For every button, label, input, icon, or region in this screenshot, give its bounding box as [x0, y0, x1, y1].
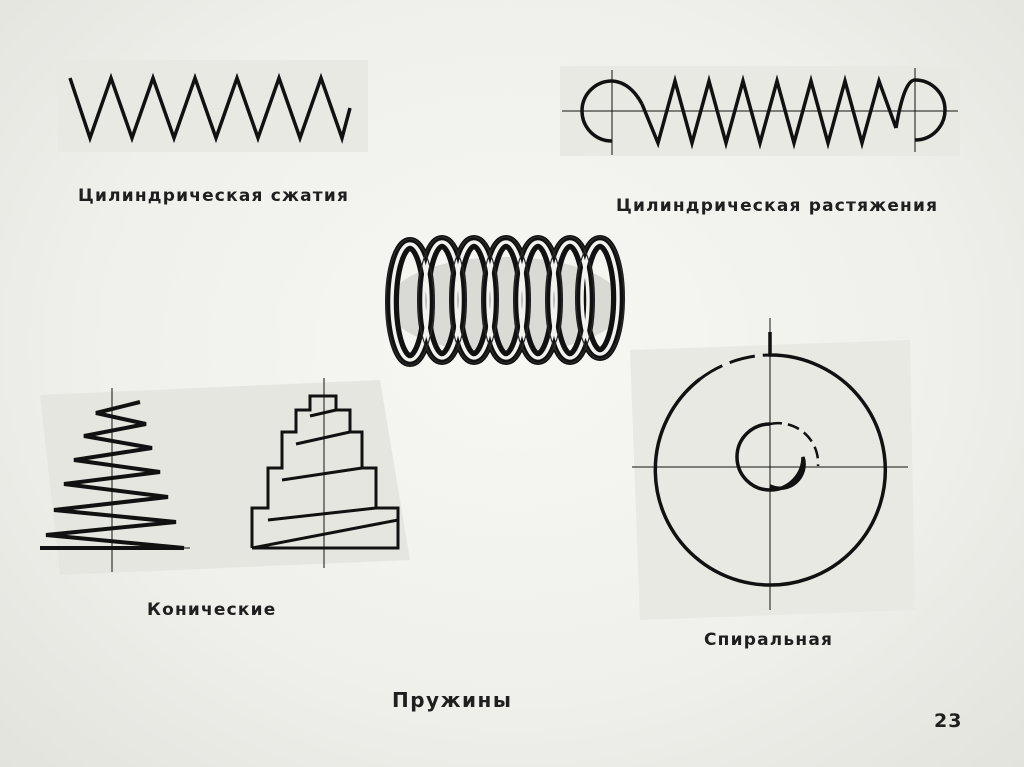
conical-spring-section: [250, 378, 400, 568]
page-number: 23: [934, 710, 963, 732]
slide-title: Пружины: [392, 688, 513, 712]
tension-hook-link-right: [894, 78, 916, 129]
spiral-spring-drawing: [632, 318, 908, 610]
compression-spring-drawing: [68, 72, 352, 144]
label-spiral-spring: Спиральная: [704, 630, 834, 650]
tension-spring-zigzag: [640, 74, 898, 150]
conical-spring-zigzag: [40, 400, 185, 550]
tension-hook-left: [580, 79, 613, 143]
panel-spiral: [630, 340, 915, 620]
panel-conical: [40, 380, 410, 575]
label-tension-spring: Цилиндрическая растяжения: [616, 196, 939, 216]
spiral-inner-dashed: [769, 421, 820, 467]
panel-compression: [58, 60, 368, 152]
spiral-inner-coil: [735, 422, 806, 492]
tension-spring-drawing: [562, 68, 958, 155]
tension-hook-right: [914, 78, 947, 142]
label-conical-springs: Конические: [147, 600, 277, 620]
spiral-tail-dashed: [699, 353, 771, 381]
label-compression-spring: Цилиндрическая сжатия: [78, 186, 350, 206]
section-outline: [250, 394, 400, 550]
spiral-outer-coil: [653, 332, 888, 587]
conical-spring-drawing: [40, 388, 190, 572]
tension-hook-link-left: [611, 79, 644, 105]
coil-spring-illustration: [385, 235, 625, 367]
compression-spring-zigzag: [68, 72, 352, 144]
